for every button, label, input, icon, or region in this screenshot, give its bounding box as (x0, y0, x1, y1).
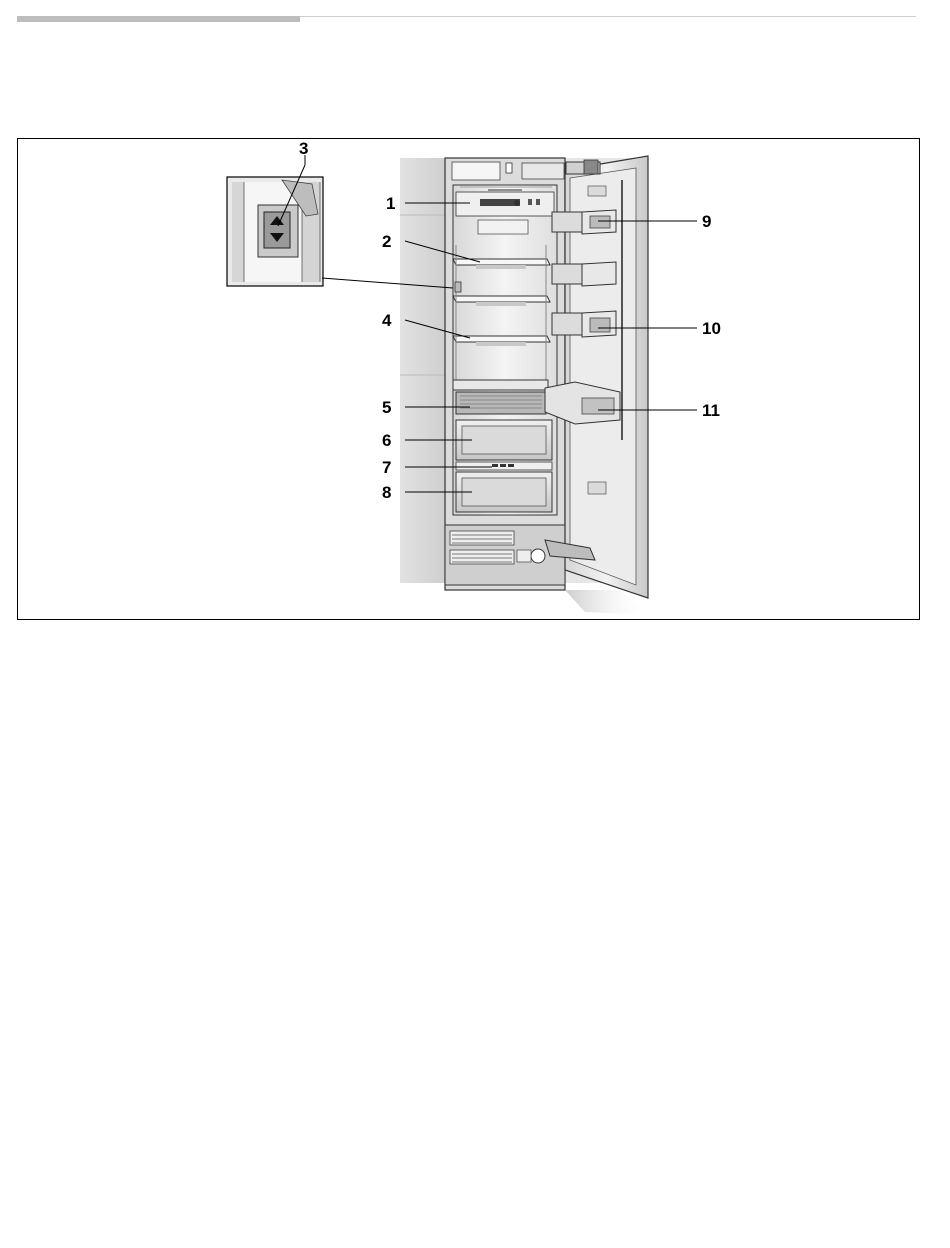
callout-11: 11 (702, 401, 720, 420)
callout-10: 10 (702, 319, 721, 338)
callout-3: 3 (299, 139, 308, 158)
refrigerator-body (445, 158, 565, 590)
callout-2: 2 (382, 232, 391, 251)
callout-9: 9 (702, 212, 711, 231)
callout-1: 1 (386, 194, 395, 213)
callout-4: 4 (382, 311, 392, 330)
callout-5: 5 (382, 398, 391, 417)
callout-7: 7 (382, 458, 391, 477)
callout-8: 8 (382, 483, 391, 502)
callout-6: 6 (382, 431, 391, 450)
